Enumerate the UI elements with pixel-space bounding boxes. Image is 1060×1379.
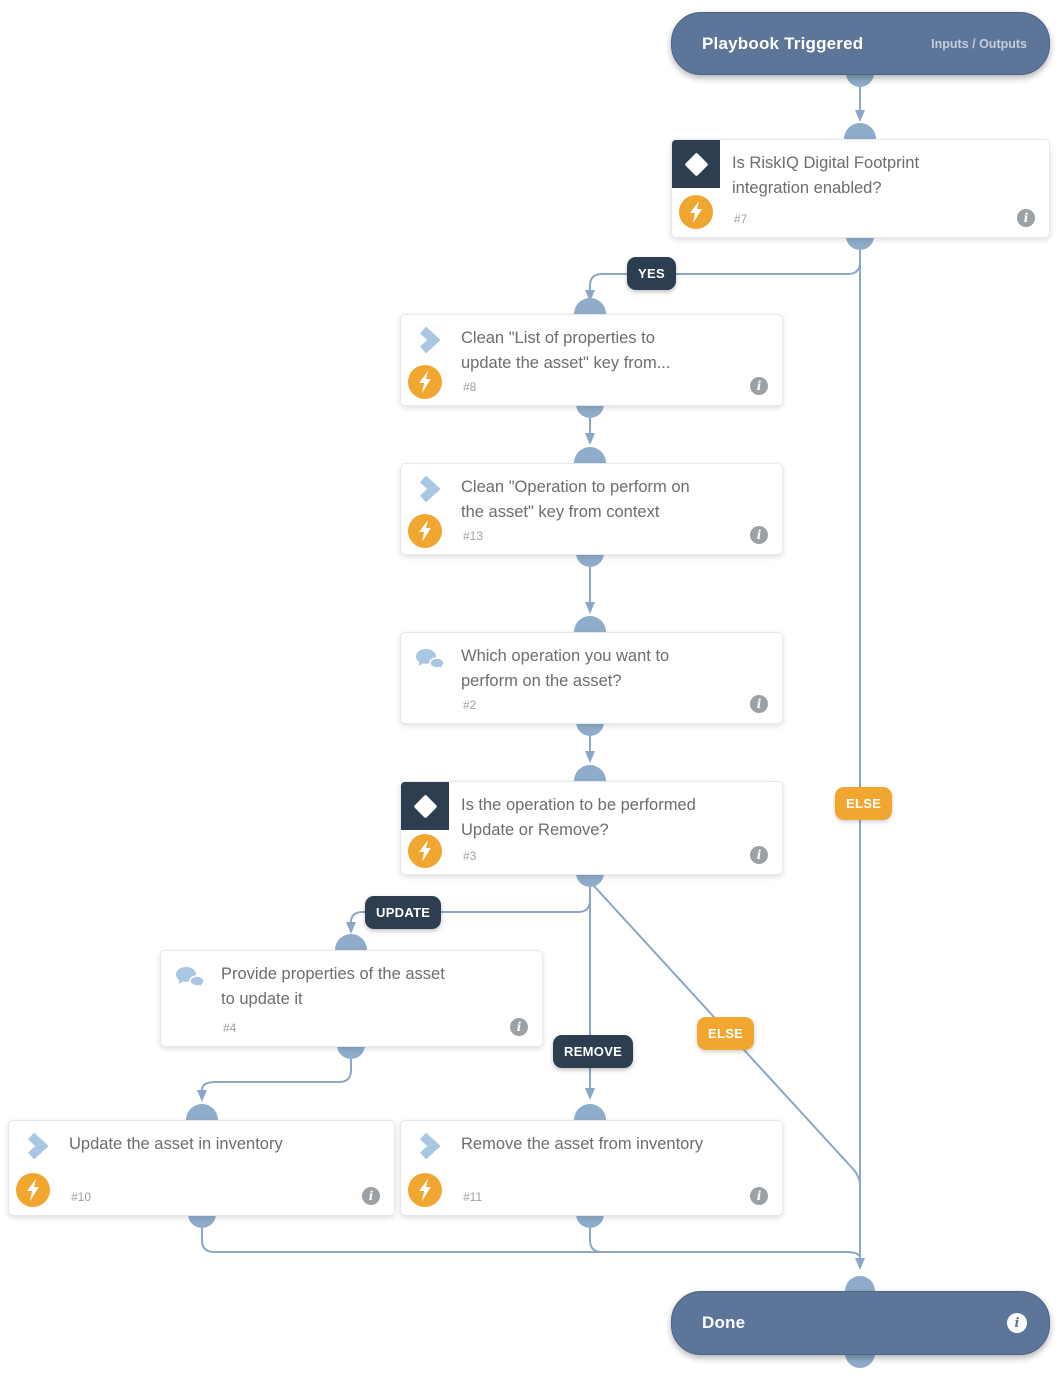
branch-label-else-cond3: ELSE bbox=[697, 1017, 755, 1050]
info-icon[interactable]: i bbox=[362, 1187, 380, 1205]
task-number: #13 bbox=[463, 529, 484, 543]
chat-bubbles-icon bbox=[175, 966, 205, 995]
edge-task11-done bbox=[589, 1228, 603, 1253]
info-icon[interactable]: i bbox=[1017, 209, 1035, 227]
task-number: #2 bbox=[463, 698, 477, 712]
task-number: #3 bbox=[463, 849, 477, 863]
inputs-outputs-link[interactable]: Inputs / Outputs bbox=[931, 36, 1027, 51]
info-icon[interactable]: i bbox=[750, 846, 768, 864]
task-number: #11 bbox=[463, 1190, 483, 1204]
playbook-triggered-node[interactable]: Playbook Triggered Inputs / Outputs bbox=[671, 12, 1050, 75]
task-title: Update the asset in inventory bbox=[69, 1135, 283, 1153]
edge-cond7-yes-task8 bbox=[589, 236, 861, 290]
task-number: #10 bbox=[71, 1190, 92, 1204]
chat-bubbles-icon bbox=[415, 648, 445, 677]
edge-ask4-task10 bbox=[201, 1059, 352, 1091]
info-icon[interactable]: i bbox=[750, 526, 768, 544]
edge-cond3-else bbox=[593, 885, 861, 1187]
task-node-10[interactable]: Update the asset in inventory #10 i bbox=[8, 1120, 395, 1216]
lightning-bolt-icon bbox=[408, 514, 442, 548]
edge-task10-done bbox=[201, 1228, 861, 1259]
info-icon[interactable]: i bbox=[510, 1018, 528, 1036]
chevron-icon bbox=[417, 1132, 443, 1164]
info-icon[interactable]: i bbox=[750, 377, 768, 395]
done-node[interactable]: Done i bbox=[671, 1291, 1050, 1355]
done-node-title: Done bbox=[702, 1313, 746, 1332]
lightning-bolt-icon bbox=[408, 834, 442, 868]
task-node-11[interactable]: Remove the asset from inventory #11 i bbox=[400, 1120, 783, 1216]
task-number: #8 bbox=[463, 380, 477, 394]
lightning-bolt-icon bbox=[408, 1173, 442, 1207]
chevron-icon bbox=[417, 475, 443, 507]
info-icon[interactable]: i bbox=[750, 695, 768, 713]
info-icon[interactable]: i bbox=[750, 1187, 768, 1205]
diamond-icon bbox=[412, 793, 438, 819]
task-title: Remove the asset from inventory bbox=[461, 1135, 704, 1153]
task-number: #7 bbox=[734, 212, 748, 226]
info-icon[interactable]: i bbox=[1007, 1313, 1027, 1333]
lightning-bolt-icon bbox=[16, 1173, 50, 1207]
branch-label-yes: YES bbox=[627, 257, 676, 290]
lightning-bolt-icon bbox=[679, 195, 713, 229]
branch-label-else-cond7: ELSE bbox=[835, 787, 893, 820]
diamond-icon bbox=[683, 151, 709, 177]
condition-icon-box bbox=[401, 782, 449, 830]
arrowheads bbox=[197, 110, 865, 1270]
task-number: #4 bbox=[223, 1021, 237, 1035]
lightning-bolt-icon bbox=[408, 365, 442, 399]
chevron-icon bbox=[25, 1132, 51, 1164]
start-node-title: Playbook Triggered bbox=[702, 33, 864, 53]
chevron-icon bbox=[417, 326, 443, 358]
condition-icon-box bbox=[672, 140, 720, 188]
branch-label-remove: REMOVE bbox=[553, 1035, 634, 1068]
branch-label-update: UPDATE bbox=[365, 896, 442, 929]
